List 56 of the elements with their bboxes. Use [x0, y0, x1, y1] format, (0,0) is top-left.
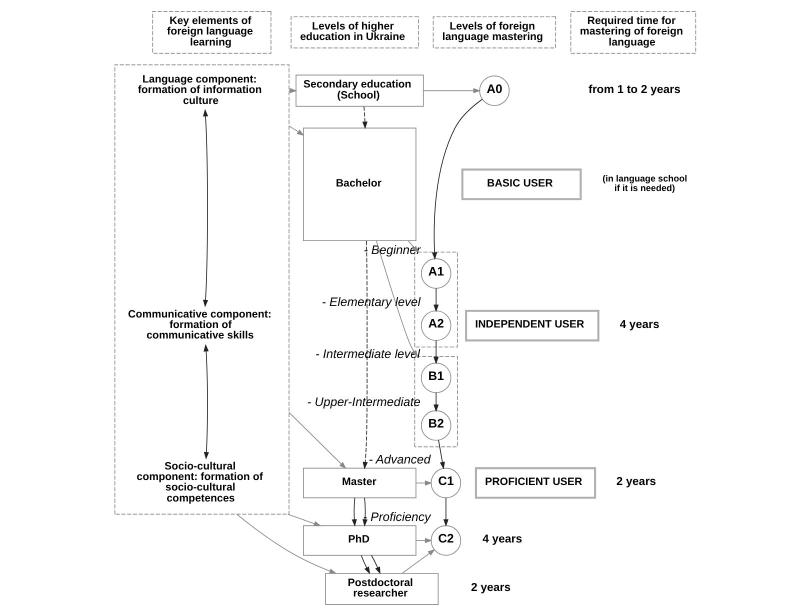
node-circle: C2	[430, 525, 461, 556]
node-box: Levels of foreign language mastering	[432, 16, 556, 48]
node-box: Bachelor	[302, 128, 416, 242]
arrow	[438, 440, 444, 470]
arrow	[415, 480, 432, 486]
arrow	[431, 98, 482, 260]
label: 4 years	[619, 318, 659, 331]
node-box: Postdoctoral researcher	[324, 572, 438, 605]
arrow	[288, 126, 304, 136]
node-circle: B1	[420, 362, 451, 394]
node-circle: A2	[420, 310, 451, 341]
arrow	[362, 106, 368, 130]
node-circle: A1	[420, 258, 451, 289]
arrow	[203, 344, 209, 460]
node-label: - Upper-Intermediate	[306, 394, 420, 409]
node-text: Socio-cultural component: formation of socio-cultural competences	[136, 460, 262, 504]
arrow	[442, 498, 448, 527]
arrow	[433, 340, 438, 364]
node-box: Key elements of foreign language learning	[152, 11, 271, 54]
arrow	[375, 240, 418, 358]
node-circle: A0	[478, 76, 510, 106]
node-circle: C1	[430, 468, 461, 498]
arrow	[362, 240, 368, 470]
node-box: Levels of higher education in Ukraine	[290, 16, 418, 48]
node-box: BASIC USER	[460, 168, 582, 200]
node-box: PhD	[302, 525, 416, 556]
node-circle: B2	[420, 410, 451, 441]
node-label: - Elementary level	[321, 294, 420, 309]
arrow	[288, 412, 346, 470]
node-label: - Beginner	[363, 242, 420, 257]
arrow	[422, 88, 480, 94]
node-box: Secondary education (School)	[295, 74, 424, 107]
label: 2 years	[470, 582, 510, 594]
arrow	[415, 538, 432, 544]
node-label: - Advanced	[368, 452, 430, 466]
arrow	[407, 240, 418, 254]
node-text: Communicative component: formation of communicative skills	[128, 308, 272, 342]
arrow	[286, 514, 321, 526]
node-text: Language component: formation of information culture	[137, 73, 262, 107]
arrow	[401, 549, 435, 574]
label: 4 years	[482, 534, 522, 546]
arrow	[202, 108, 208, 308]
label: (in language school if it is needed)	[602, 174, 687, 193]
node-box: INDEPENDENT USER	[464, 310, 599, 342]
label: 2 years	[616, 476, 656, 488]
label: from 1 to 2 years	[588, 84, 680, 96]
cluster	[114, 64, 289, 515]
arrow	[360, 554, 370, 574]
arrow	[433, 288, 438, 312]
arrow	[351, 498, 356, 527]
arrow	[236, 514, 336, 574]
arrow	[370, 554, 380, 574]
arrow	[433, 392, 438, 412]
node-box: Master	[302, 468, 416, 498]
node-box: PROFICIENT USER	[474, 467, 596, 499]
node-box: Required time for mastering of foreign language	[570, 11, 696, 54]
